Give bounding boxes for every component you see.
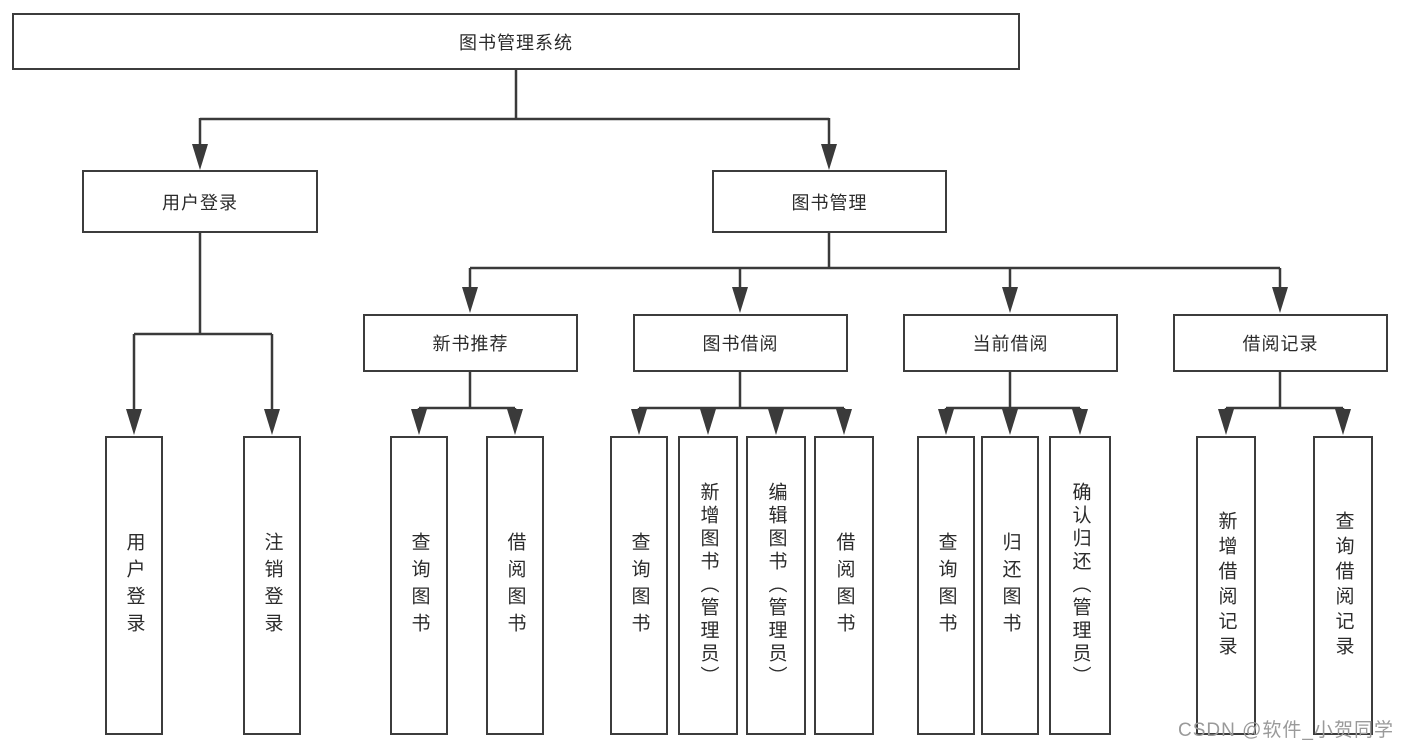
leaf-label: 查询图书 (408, 531, 430, 640)
node-current-borrow: 当前借阅 (903, 314, 1118, 372)
leaf-label: 编辑图书（管理员） (765, 482, 787, 689)
connector-current-borrow (944, 372, 1082, 414)
node-leaf-query-book-recommend: 查询图书 (390, 436, 448, 735)
connector-root (198, 70, 831, 150)
node-root-label: 图书管理系统 (459, 32, 573, 53)
node-leaf-add-book-admin: 新增图书（管理员） (678, 436, 738, 735)
leaf-label: 确认归还（管理员） (1069, 482, 1091, 689)
node-book-management: 图书管理 (712, 170, 947, 233)
node-leaf-borrow-book: 借阅图书 (814, 436, 874, 735)
leaf-label: 新增图书（管理员） (697, 482, 719, 689)
node-leaf-edit-book-admin: 编辑图书（管理员） (746, 436, 806, 735)
connector-book-borrow (637, 372, 846, 414)
node-leaf-query-borrow-record: 查询借阅记录 (1313, 436, 1373, 735)
leaf-label: 借阅图书 (504, 531, 526, 640)
node-new-book-recommend-label: 新书推荐 (432, 334, 509, 354)
node-user-login: 用户登录 (82, 170, 318, 233)
node-root: 图书管理系统 (12, 13, 1020, 70)
connector-new-book (417, 372, 517, 414)
node-leaf-borrow-book-recommend: 借阅图书 (486, 436, 544, 735)
leaf-label: 查询图书 (935, 531, 957, 640)
node-leaf-user-login: 用户登录 (105, 436, 163, 735)
leaf-label: 注销登录 (261, 531, 283, 640)
connector-book-management (468, 233, 1282, 293)
connector-user-login (132, 233, 274, 416)
leaf-label: 查询借阅记录 (1332, 510, 1354, 661)
node-leaf-add-borrow-record: 新增借阅记录 (1196, 436, 1256, 735)
leaf-label: 借阅图书 (833, 531, 855, 640)
node-leaf-query-book-current: 查询图书 (917, 436, 975, 735)
leaf-label: 用户登录 (123, 531, 145, 640)
node-current-borrow-label: 当前借阅 (972, 334, 1049, 354)
node-borrow-record-label: 借阅记录 (1242, 334, 1319, 354)
leaf-label: 新增借阅记录 (1215, 510, 1237, 661)
connector-borrow-record (1224, 372, 1345, 414)
leaf-label: 查询图书 (628, 531, 650, 640)
node-user-login-label: 用户登录 (162, 192, 238, 213)
node-book-borrow: 图书借阅 (633, 314, 848, 372)
node-leaf-confirm-return-admin: 确认归还（管理员） (1049, 436, 1111, 735)
node-book-borrow-label: 图书借阅 (702, 334, 779, 354)
node-leaf-query-book-borrow: 查询图书 (610, 436, 668, 735)
node-book-management-label: 图书管理 (791, 192, 868, 213)
node-borrow-record: 借阅记录 (1173, 314, 1388, 372)
leaf-label: 归还图书 (999, 531, 1021, 640)
arrowheads (126, 144, 1351, 435)
watermark-text: CSDN @软件_小贺同学 (1178, 720, 1394, 741)
node-leaf-return-book: 归还图书 (981, 436, 1039, 735)
node-new-book-recommend: 新书推荐 (363, 314, 578, 372)
node-leaf-logout: 注销登录 (243, 436, 301, 735)
